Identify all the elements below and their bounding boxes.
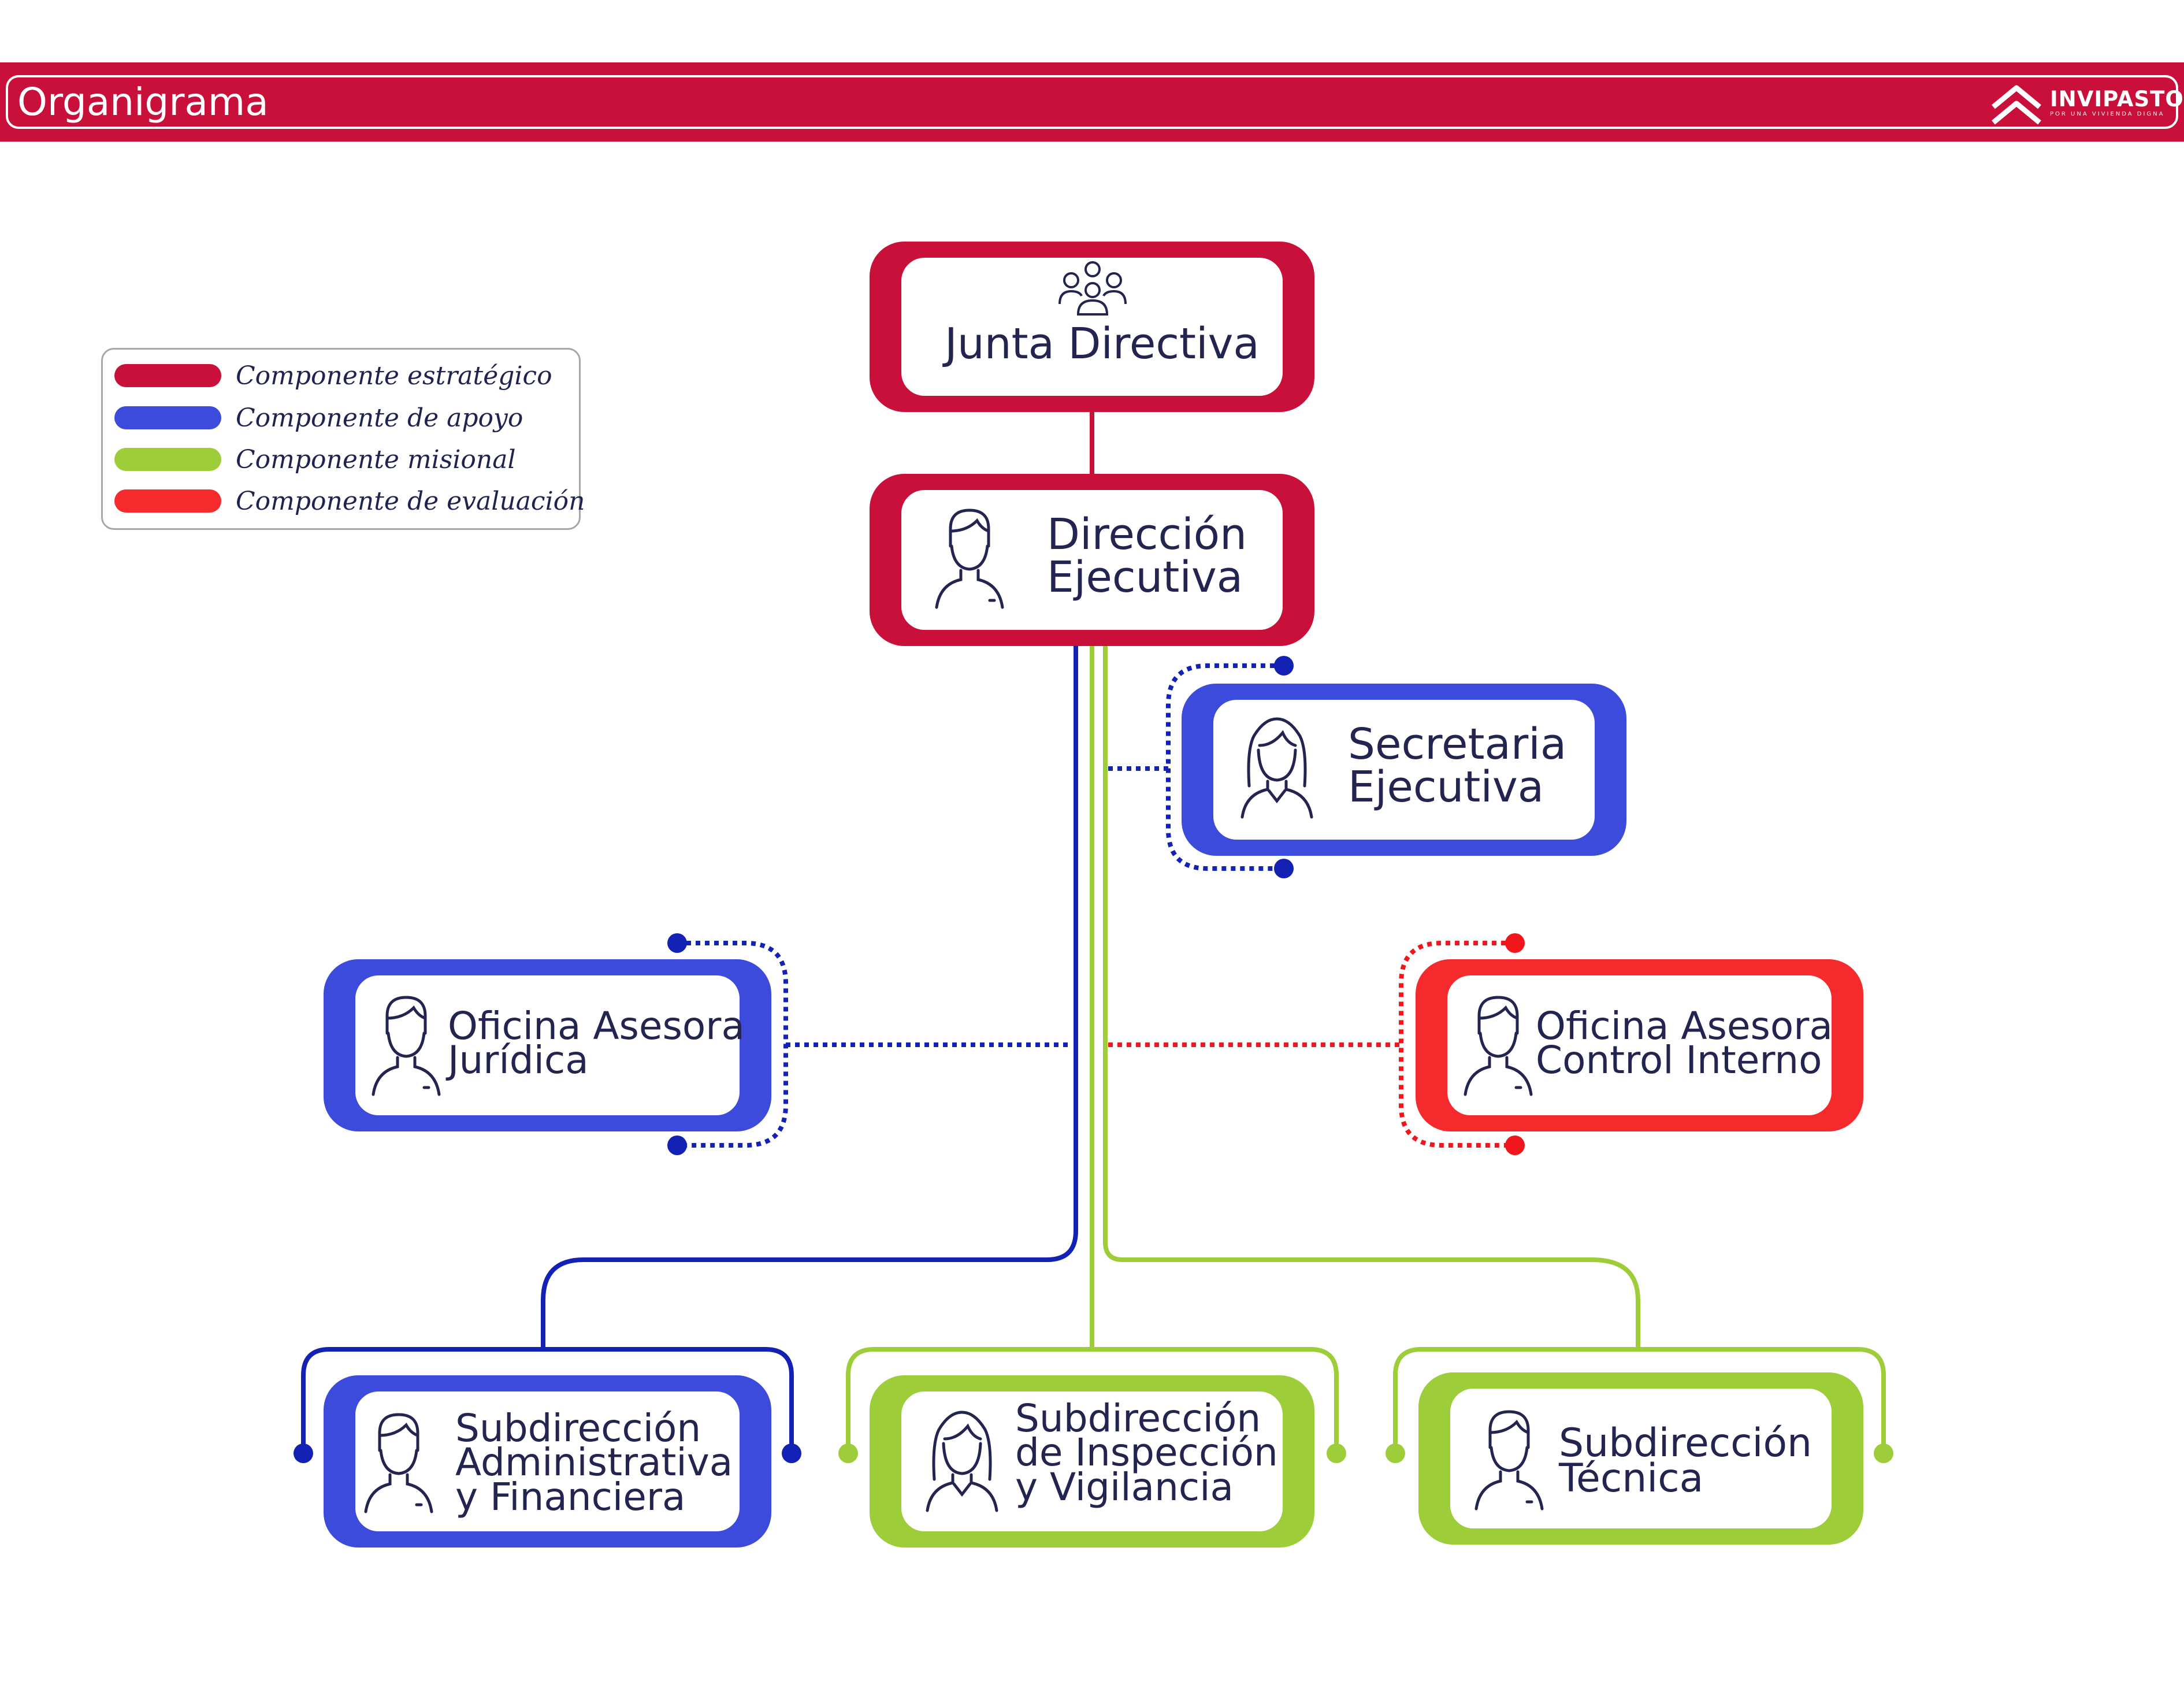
node-label-line: Administrativa [455,1440,733,1485]
bracket-inspeccion [846,1347,1339,1453]
node-body [901,1391,1283,1531]
node-oficina-control-interno[interactable]: Oficina Asesora Control Interno [1416,959,1863,1131]
node-label: Oficina Asesora Jurídica [448,1004,745,1083]
node-subdireccion-tecnica[interactable]: Subdirección Técnica [1418,1372,1863,1545]
node-label-line: Secretaria [1348,719,1567,769]
node-body [901,490,1283,630]
legend-label: Componente de apoyo [236,403,523,433]
legend-swatch [114,489,221,513]
legend-item-apoyo: Componente de apoyo [114,400,523,435]
legend-swatch [114,406,221,429]
node-body [901,258,1283,396]
bracket-dot [294,1443,313,1463]
group-icon [1058,261,1127,316]
man-icon [935,509,1004,609]
bracket-dot [782,1443,801,1463]
bracket-dot [1505,1135,1525,1155]
node-label: Subdirección Técnica [1559,1420,1812,1502]
node-body [1213,700,1595,840]
node-label-line: Subdirección [1559,1420,1812,1466]
node-label-line: Control Interno [1536,1038,1822,1083]
bracket-administrativa [301,1347,794,1453]
man-icon [1464,996,1533,1096]
man-icon [372,996,441,1096]
legend-item-evaluacion: Componente de evaluación [114,484,585,518]
woman-icon [926,1411,998,1512]
page-title: Organigrama [17,80,269,124]
node-label-line: Técnica [1559,1456,1704,1502]
bracket-dot [1874,1443,1893,1463]
bracket-dot [838,1443,858,1463]
legend-item-estrategico: Componente estratégico [114,358,552,393]
bracket-dot [1274,656,1294,676]
node-direccion-ejecutiva[interactable]: Dirección Ejecutiva [870,474,1314,646]
node-label-line: Jurídica [448,1038,589,1083]
man-icon [364,1413,433,1513]
header-frame [6,75,2178,129]
bracket-secretaria [1166,663,1284,871]
node-body [355,975,740,1115]
node-label: Junta Directiva [945,322,1260,365]
legend-label: Componente estratégico [236,361,552,391]
legend-swatch [114,364,221,387]
node-label-line: Dirección [1047,510,1247,559]
node-label-line: y Vigilancia [1015,1464,1234,1509]
node-junta-directiva[interactable]: Junta Directiva [870,242,1314,412]
legend-swatch [114,448,221,471]
bracket-dot [1327,1443,1346,1463]
node-label: Oficina Asesora Control Interno [1536,1004,1833,1083]
node-body [1447,975,1832,1115]
logo-text: INVIPASTO [2050,87,2184,112]
bracket-dot [1386,1443,1405,1463]
node-label: Subdirección de Inspección y Vigilancia [1015,1396,1278,1509]
node-label-line: y Financiera [455,1474,686,1519]
node-label: Subdirección Administrativa y Financiera [455,1406,733,1519]
node-label-line: de Inspección [1015,1430,1278,1475]
bracket-dot [1274,859,1294,878]
legend-item-misional: Componente misional [114,442,516,477]
bracket-juridica [677,941,788,1148]
connector-direccion-administrativa [541,644,1078,1349]
node-secretaria-ejecutiva[interactable]: Secretaria Ejecutiva [1182,684,1626,856]
woman-icon [1240,717,1313,819]
logo-subtext: POR UNA VIVIENDA DIGNA [2050,111,2165,117]
node-label: Secretaria Ejecutiva [1348,723,1566,808]
node-label-line: Junta Directiva [945,319,1260,369]
node-subdireccion-inspeccion[interactable]: Subdirección de Inspección y Vigilancia [870,1375,1314,1548]
node-oficina-juridica[interactable]: Oficina Asesora Jurídica [324,959,771,1131]
legend-label: Componente de evaluación [236,486,585,516]
node-label-line: Ejecutiva [1348,762,1544,812]
node-label: Dirección Ejecutiva [1047,513,1247,599]
node-subdireccion-administrativa[interactable]: Subdirección Administrativa y Financiera [324,1375,771,1548]
man-icon [1474,1410,1544,1511]
bracket-dot [667,1135,687,1155]
node-label-line: Subdirección [455,1406,701,1450]
node-body [355,1391,740,1531]
node-label-line: Oficina Asesora [1536,1004,1833,1048]
legend: Componente estratégico Componente de apo… [101,348,585,530]
invipasto-logo-icon [1992,85,2041,125]
bracket-control [1399,941,1515,1148]
legend-label: Componente misional [236,444,516,474]
node-label-line: Oficina Asesora [448,1004,745,1048]
node-label-line: Subdirección [1015,1396,1261,1441]
bracket-dot [1505,933,1525,953]
node-label-line: Ejecutiva [1047,552,1243,602]
bracket-dot [667,933,687,953]
connector-direccion-tecnica [1103,644,1640,1349]
bracket-tecnica [1393,1347,1886,1453]
